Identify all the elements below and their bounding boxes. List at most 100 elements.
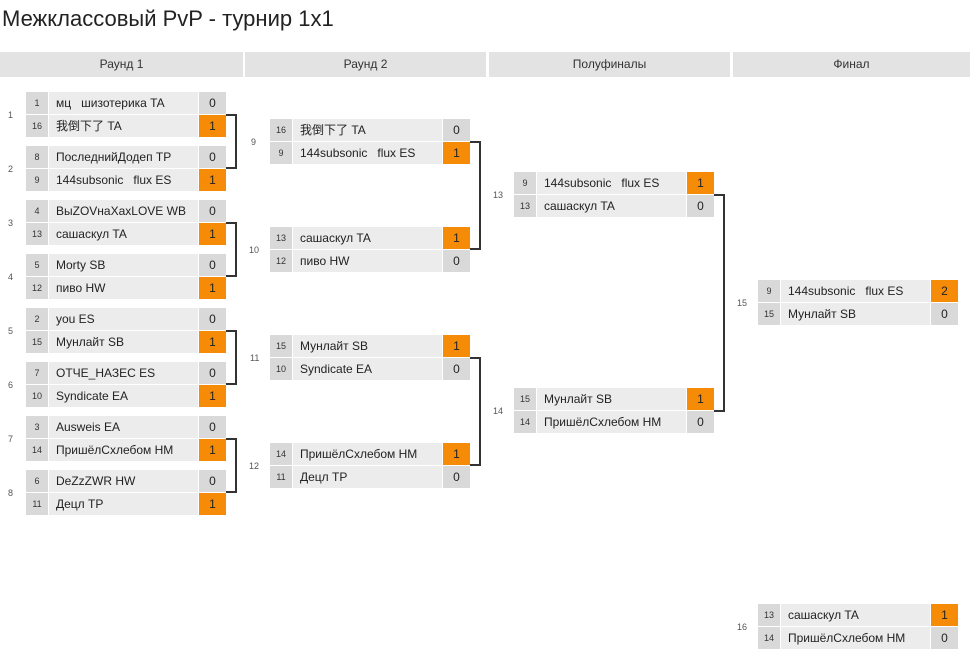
match-number: 1 [8,110,14,120]
seed: 9 [270,142,293,164]
team-name: Мунлайт SB [537,388,686,410]
match-number: 16 [737,622,748,632]
team-name: 144subsonic flux ES [49,169,198,191]
team-name: сашаскул TA [49,223,198,245]
team-name: мц шизотерика TA [49,92,198,114]
seed: 15 [26,331,49,353]
seed: 10 [26,385,49,407]
seed: 5 [26,254,49,276]
team-name: Syndicate EA [49,385,198,407]
match-number: 7 [8,434,14,444]
score: 0 [442,466,470,488]
seed: 15 [758,303,781,325]
seed: 9 [514,172,537,194]
score: 1 [198,223,226,245]
team-name: ПришёлСхлебом HM [781,627,930,649]
seed: 12 [26,277,49,299]
team-name: пиво HW [49,277,198,299]
score: 2 [930,280,958,302]
team-name: сашаскул TA [293,227,442,249]
team-name: ОТЧЕ_НАЗЕС ES [49,362,198,384]
seed: 14 [758,627,781,649]
team-name: 我倒下了 TA [49,115,198,137]
seed: 13 [758,604,781,626]
score: 1 [442,142,470,164]
team-name: сашаскул TA [781,604,930,626]
team-name: Мунлайт SB [49,331,198,353]
score: 0 [198,416,226,438]
round-header-3: Полуфиналы [489,52,730,77]
seed: 11 [26,493,49,515]
score: 1 [198,439,226,461]
team-name: 我倒下了 TA [293,119,442,141]
seed: 6 [26,470,49,492]
team-name: Morty SB [49,254,198,276]
team-name: ПришёлСхлебом HM [293,443,442,465]
score: 1 [198,493,226,515]
match-number: 8 [8,488,14,498]
score: 0 [198,470,226,492]
seed: 13 [514,195,537,217]
seed: 11 [270,466,293,488]
seed: 12 [270,250,293,272]
page-title: Межклассовый PvP - турнир 1х1 [2,6,334,31]
match-number: 11 [250,353,260,363]
score: 1 [686,172,714,194]
match-number: 3 [8,218,14,228]
team-name: ПоследнийДодеп TP [49,146,198,168]
score: 1 [198,277,226,299]
score: 0 [198,362,226,384]
team-name: 144subsonic flux ES [293,142,442,164]
team-name: Мунлайт SB [293,335,442,357]
score: 0 [198,92,226,114]
score: 1 [442,335,470,357]
score: 0 [686,195,714,217]
team-name: пиво HW [293,250,442,272]
match-number: 5 [8,326,14,336]
team-name: 144subsonic flux ES [781,280,930,302]
